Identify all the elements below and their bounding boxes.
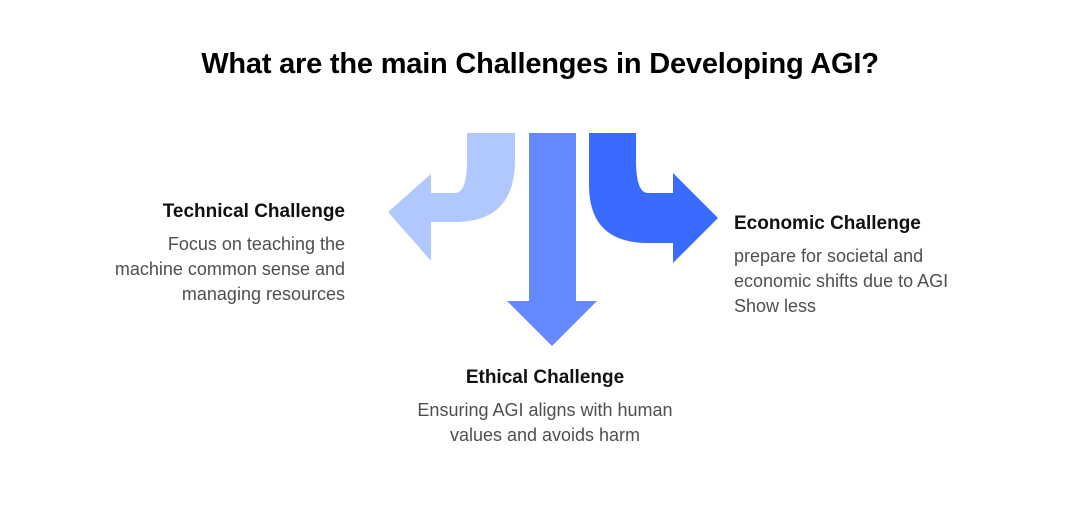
technical-description-line: Focus on teaching the (167, 234, 345, 254)
technical-description: Focus on teaching the machine common sen… (60, 232, 345, 307)
economic-arrow (589, 133, 718, 263)
economic-description: prepare for societal and economic shifts… (734, 244, 1034, 319)
technical-heading: Technical Challenge (162, 201, 345, 222)
show-less-toggle[interactable]: Show less (734, 296, 817, 316)
ethical-heading: Ethical Challenge (465, 367, 625, 388)
technical-description-line: machine common sense and (114, 259, 345, 279)
technical-arrow (388, 133, 515, 261)
economic-heading: Economic Challenge (734, 213, 921, 234)
page-title: What are the main Challenges in Developi… (201, 48, 879, 80)
ethical-challenge: Ethical Challenge Ensuring AGI aligns wi… (345, 366, 745, 448)
economic-challenge: Economic Challenge prepare for societal … (734, 212, 1034, 319)
economic-description-line: economic shifts due to AGI (734, 271, 949, 291)
technical-challenge: Technical Challenge Focus on teaching th… (60, 200, 345, 307)
ethical-arrow (507, 133, 597, 346)
ethical-description: Ensuring AGI aligns with human values an… (345, 398, 745, 448)
ethical-description-line: values and avoids harm (449, 425, 641, 445)
ethical-description-line: Ensuring AGI aligns with human (417, 400, 673, 420)
technical-description-line: managing resources (181, 284, 345, 304)
economic-description-line: prepare for societal and (734, 246, 924, 266)
